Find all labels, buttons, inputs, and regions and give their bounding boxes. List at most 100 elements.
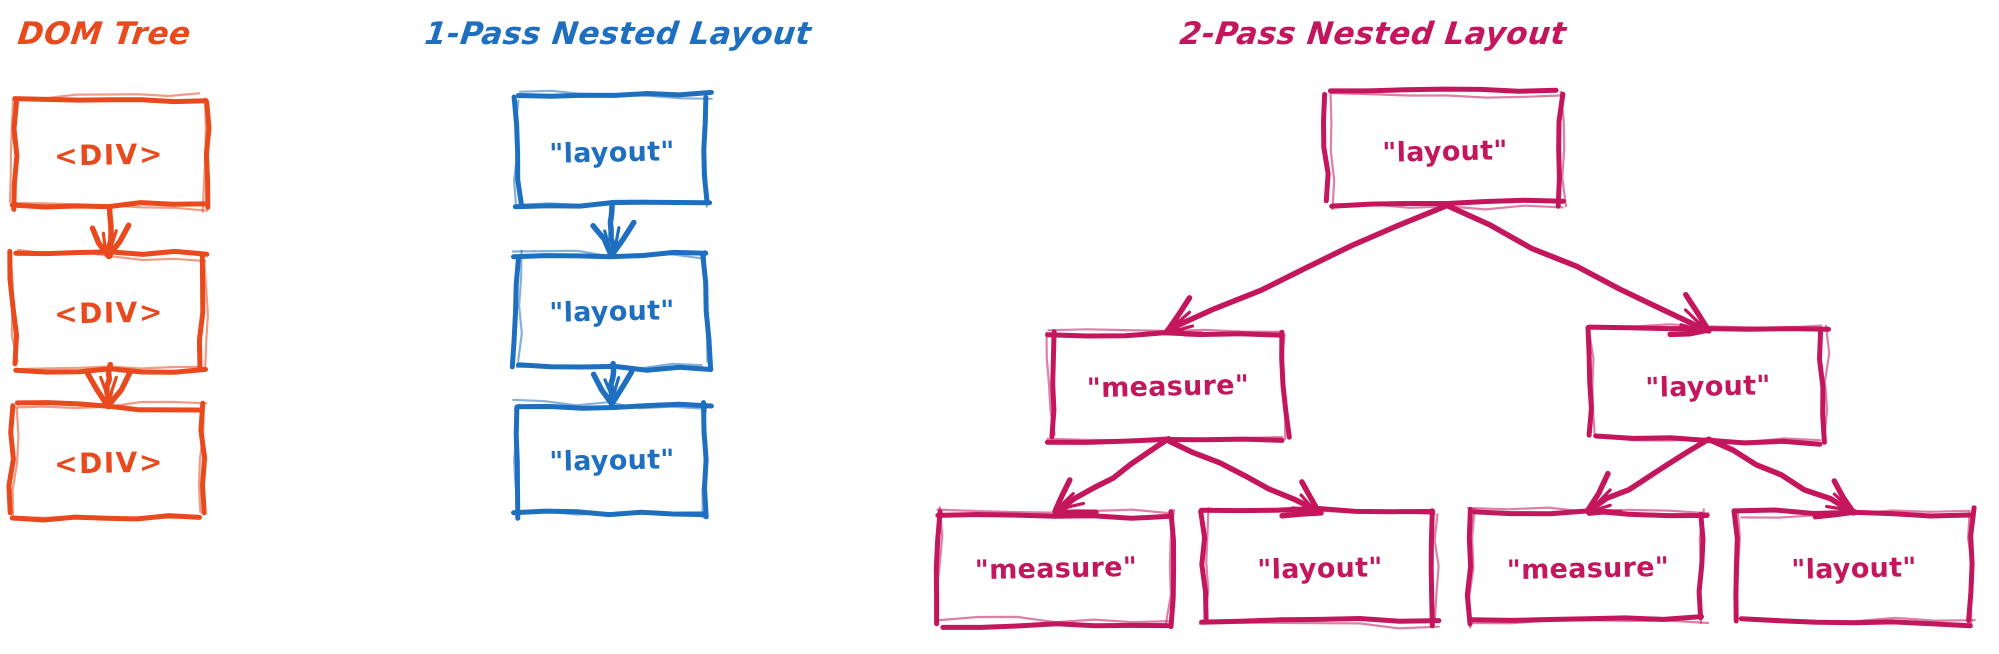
- box-edge-pass2-3: [1468, 507, 1476, 629]
- box-edge-pass2-0: [1331, 92, 1566, 99]
- box-edge-pass2-0: [11, 400, 208, 410]
- box-edge-pass2-3: [9, 256, 19, 363]
- box-edge-pass2-0: [1047, 328, 1285, 333]
- node-box-two-mid-r[interactable]: [1585, 323, 1831, 447]
- node-box-dom-node-3[interactable]: [6, 400, 208, 523]
- box-edge-pass2-3: [8, 99, 15, 204]
- node-box-dom-node-1[interactable]: [8, 92, 212, 213]
- box-edge-pass2-3: [513, 406, 521, 514]
- box-edge-pass2-1: [1280, 333, 1287, 440]
- box-edge-1: [198, 400, 208, 516]
- box-edge-pass2-0: [511, 249, 706, 260]
- box-edge-3: [1049, 329, 1057, 440]
- box-edge-0: [1732, 507, 1972, 519]
- arrow-head-left: [83, 368, 112, 410]
- box-edge-2: [1470, 614, 1704, 623]
- node-label-two-leaf-3: "measure": [1506, 551, 1670, 587]
- box-edge-pass2-1: [1967, 510, 1974, 627]
- edge-one-node-1-to-one-node-2: [590, 201, 637, 259]
- box-edge-0: [1327, 86, 1559, 94]
- box-edge-pass2-3: [513, 99, 520, 207]
- box-edge-pass2-3: [1203, 506, 1210, 621]
- box-edge-pass2-0: [1205, 508, 1436, 515]
- box-edge-pass2-3: [1588, 332, 1596, 436]
- box-edge-2: [9, 200, 207, 210]
- box-edge-pass2-1: [703, 249, 709, 363]
- box-edge-pass2-1: [197, 405, 205, 514]
- box-edge-3: [6, 403, 16, 516]
- node-label-dom-node-3: <DIV>: [53, 445, 165, 481]
- box-edge-pass2-2: [1331, 203, 1564, 211]
- box-edge-pass2-1: [1559, 90, 1568, 208]
- arrow-head-barb-left: [1166, 310, 1192, 333]
- box-edge-pass2-2: [13, 515, 202, 521]
- column-title-dom-tree: DOM Tree: [15, 16, 194, 52]
- arrow-head-left: [590, 371, 615, 407]
- box-edge-3: [509, 254, 521, 370]
- arrow-head-barb-right: [610, 376, 621, 406]
- box-edge-pass2-0: [12, 92, 201, 100]
- box-edge-pass2-2: [1594, 435, 1822, 444]
- box-edge-0: [935, 512, 1173, 521]
- node-label-two-leaf-2: "layout": [1256, 552, 1384, 586]
- node-box-two-leaf-2[interactable]: [1198, 505, 1442, 630]
- box-edge-1: [1555, 91, 1566, 209]
- box-edge-pass2-0: [519, 89, 713, 100]
- box-edge-pass2-3: [935, 506, 944, 622]
- box-edge-3: [1198, 508, 1209, 622]
- node-label-two-mid-l: "measure": [1086, 369, 1250, 405]
- box-edge-pass2-2: [1734, 616, 1976, 623]
- node-box-two-root[interactable]: [1321, 86, 1568, 211]
- box-edge-3: [1585, 325, 1594, 438]
- edge-line: [105, 205, 114, 259]
- box-edge-1: [196, 254, 206, 371]
- box-edge-pass2-2: [938, 615, 1173, 624]
- arrow-head-barb-right: [1053, 501, 1085, 514]
- node-box-dom-node-2[interactable]: [7, 248, 210, 375]
- node-label-two-leaf-4: "layout": [1790, 552, 1918, 586]
- arrow-head-barb-right: [1165, 324, 1195, 331]
- box-edge-pass2-0: [1467, 506, 1710, 515]
- box-edge-pass2-0: [16, 248, 207, 263]
- arrow-head-barb-right: [107, 375, 118, 409]
- arrow-head-barb-left: [99, 375, 111, 409]
- arrow-head-barb-left: [1587, 488, 1612, 514]
- box-edge-3: [11, 99, 20, 212]
- box-edge-0: [12, 96, 209, 105]
- box-edge-pass2-1: [702, 94, 708, 208]
- box-edge-2: [1738, 616, 1973, 629]
- node-box-one-node-3[interactable]: [511, 398, 714, 521]
- edge-line: [1166, 438, 1323, 515]
- box-edge-pass2-1: [1823, 324, 1831, 439]
- box-edge-0: [1045, 330, 1282, 339]
- node-box-one-node-1[interactable]: [511, 89, 714, 210]
- node-box-one-node-2[interactable]: [509, 249, 714, 373]
- box-edge-1: [1817, 327, 1827, 445]
- box-edge-pass2-2: [1198, 621, 1440, 630]
- box-edge-pass2-0: [1593, 323, 1823, 329]
- box-edge-pass2-1: [701, 405, 708, 519]
- box-edge-pass2-2: [516, 199, 712, 207]
- node-box-two-leaf-1[interactable]: [933, 506, 1177, 630]
- box-edge-pass2-0: [512, 398, 704, 410]
- box-edge-0: [515, 401, 714, 411]
- node-label-dom-node-1: <DIV>: [53, 137, 165, 173]
- arrow-head-barb-right: [1832, 492, 1856, 515]
- box-edge-pass2-1: [1698, 508, 1705, 624]
- box-edge-pass2-3: [1734, 508, 1741, 623]
- box-edge-pass2-2: [515, 362, 703, 370]
- node-label-one-node-2: "layout": [548, 295, 676, 329]
- box-edge-pass2-1: [1433, 513, 1440, 620]
- node-box-two-mid-l[interactable]: [1044, 328, 1292, 445]
- node-box-two-leaf-4[interactable]: [1731, 505, 1977, 629]
- arrow-head-right: [609, 369, 635, 407]
- box-edge-2: [940, 621, 1173, 630]
- arrow-head-left: [1052, 477, 1073, 514]
- node-box-two-leaf-3[interactable]: [1464, 506, 1710, 629]
- box-edge-pass2-1: [203, 260, 209, 371]
- box-edge-2: [1199, 616, 1442, 625]
- edge-line: [1585, 436, 1712, 515]
- box-edge-2: [13, 366, 208, 375]
- box-edge-pass2-3: [517, 249, 523, 362]
